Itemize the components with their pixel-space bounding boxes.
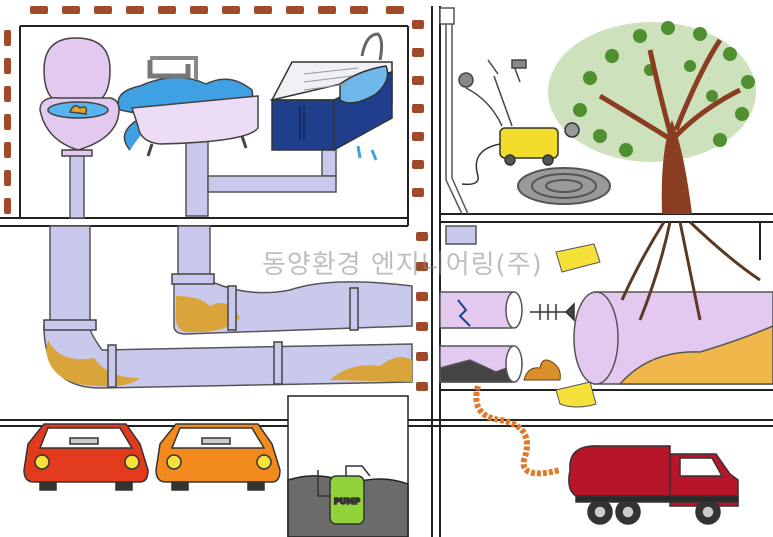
collapsed-pipe <box>439 345 523 383</box>
middle-brick-column <box>412 20 428 391</box>
overflowing-bathtub <box>117 56 259 157</box>
fish-bone-icon <box>530 302 575 322</box>
company-watermark: 동양환경 엔지니어링(주) <box>262 250 543 280</box>
root-invaded-pipe <box>573 291 773 385</box>
waste-pile-icon <box>523 359 561 381</box>
orange-car <box>155 423 281 491</box>
cutter-heads-icon <box>458 59 527 127</box>
cracked-pipe <box>439 291 523 329</box>
plastic-wrapper-icon <box>555 243 601 273</box>
toilet <box>39 37 120 157</box>
lower-sewer-pipe <box>43 319 413 389</box>
pump-label: PUMP <box>334 497 360 506</box>
plastic-bag-icon <box>555 381 597 408</box>
vacuum-truck <box>568 445 739 525</box>
suction-hose <box>473 385 561 477</box>
coiled-cable-icon <box>517 167 611 205</box>
red-car <box>23 423 149 491</box>
upper-sewer-pipe <box>171 273 413 335</box>
tree <box>548 21 761 321</box>
left-brick-column <box>4 30 11 214</box>
sink-cabinet <box>269 32 393 161</box>
rain-downpipe <box>439 7 469 215</box>
top-brick-row <box>30 6 404 14</box>
drain-cleaning-machine <box>461 122 580 186</box>
pump: PUMP <box>317 465 371 525</box>
